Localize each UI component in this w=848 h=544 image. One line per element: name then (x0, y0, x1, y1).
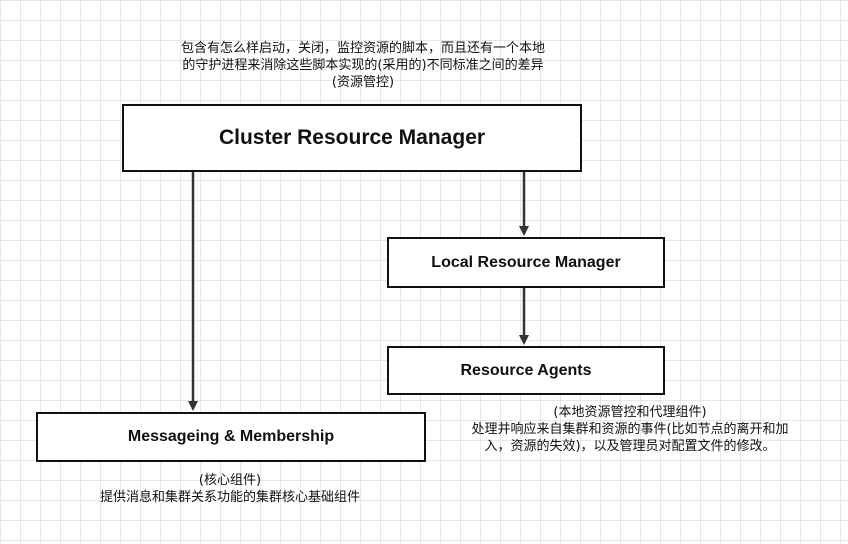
resource-agents-box[interactable]: Resource Agents (387, 346, 665, 395)
local-resource-manager-box[interactable]: Local Resource Manager (387, 237, 665, 288)
resource-agents-label: Resource Agents (460, 361, 592, 379)
crm-note: 包含有怎么样启动，关闭，监控资源的脚本，而且还有一个本地 的守护进程来消除这些脚… (128, 40, 598, 91)
mm-note-line-1: (核心组件) (198, 473, 262, 488)
crm-note-line-3: (资源管控) (331, 75, 395, 90)
mm-note-line-2: 提供消息和集群关系功能的集群核心基础组件 (99, 490, 360, 505)
ra-note: (本地资源管控和代理组件) 处理并响应来自集群和资源的事件(比如节点的离开和加 … (430, 404, 830, 455)
ra-note-line-1: (本地资源管控和代理组件) (553, 405, 707, 420)
crm-note-line-2: 的守护进程来消除这些脚本实现的(采用的)不同标准之间的差异 (182, 58, 544, 73)
cluster-resource-manager-box[interactable]: Cluster Resource Manager (122, 104, 582, 172)
messaging-membership-box[interactable]: Messageing & Membership (36, 412, 426, 462)
crm-note-line-1: 包含有怎么样启动，关闭，监控资源的脚本，而且还有一个本地 (180, 41, 545, 56)
cluster-resource-manager-label: Cluster Resource Manager (218, 126, 486, 149)
mm-note: (核心组件) 提供消息和集群关系功能的集群核心基础组件 (40, 472, 420, 506)
ra-note-line-3: 入，资源的失效)，以及管理员对配置文件的修改。 (484, 439, 776, 454)
messaging-membership-label: Messageing & Membership (127, 428, 335, 445)
ra-note-line-2: 处理并响应来自集群和资源的事件(比如节点的离开和加 (471, 422, 789, 437)
local-resource-manager-label: Local Resource Manager (431, 253, 621, 271)
